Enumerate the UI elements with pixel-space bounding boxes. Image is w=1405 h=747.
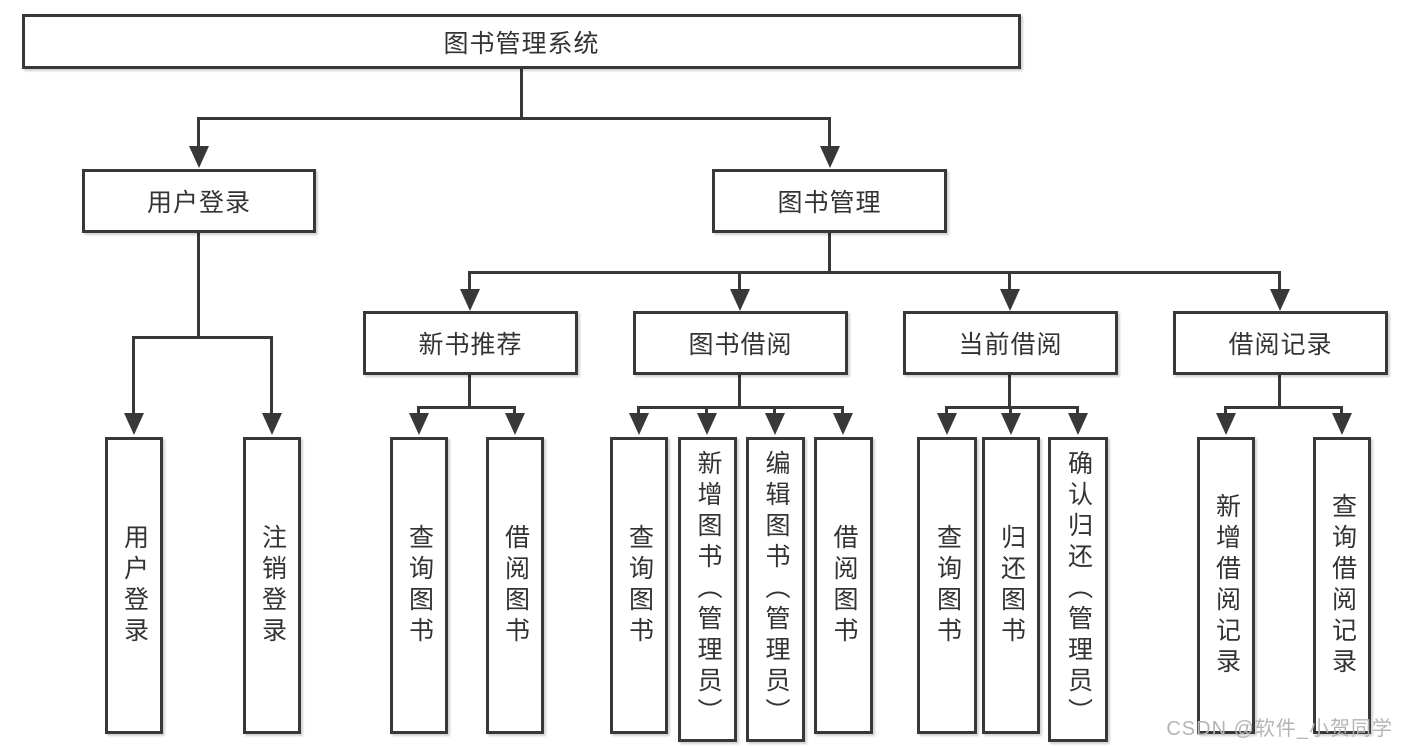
connector-borrow-c4: [841, 406, 844, 415]
arrow-to-user-login-icon: [189, 146, 209, 168]
arrow-to-book-mgmt-icon: [820, 146, 840, 168]
leaf-logout-label: 注销登录: [258, 523, 287, 648]
node-new-book-recommend-label: 新书推荐: [418, 331, 523, 359]
leaf-recommend-borrow-books-label: 借阅图书: [501, 523, 530, 648]
leaf-borrow-borrow-books: 借阅图书: [814, 437, 873, 734]
connector-records-down: [1278, 375, 1281, 409]
node-book-borrow-label: 图书借阅: [688, 331, 793, 359]
node-root-label: 图书管理系统: [443, 29, 600, 58]
connector-recommend-c1: [417, 406, 420, 415]
node-borrow-records-label: 借阅记录: [1228, 331, 1333, 359]
connector-recommend-c2: [513, 406, 516, 415]
node-new-book-recommend: 新书推荐: [363, 311, 578, 375]
node-book-borrow: 图书借阅: [633, 311, 848, 375]
leaf-borrow-borrow-books-label: 借阅图书: [830, 523, 858, 648]
arrow-borrow-c3-icon: [765, 413, 785, 435]
node-book-mgmt: 图书管理: [712, 169, 947, 233]
leaf-current-query-books: 查询图书: [917, 437, 977, 734]
leaf-records-add-record-label: 新增借阅记录: [1212, 492, 1241, 679]
connector-records-branch: [1224, 406, 1343, 409]
leaf-user-login-label: 用户登录: [120, 523, 149, 648]
connector-borrow-branch: [637, 406, 844, 409]
leaf-current-confirm-return-admin-label: 确认归还（管理员）: [1064, 450, 1093, 729]
leaf-borrow-edit-books-admin: 编辑图书（管理员）: [746, 437, 805, 742]
leaf-records-query-record-label: 查询借阅记录: [1328, 492, 1357, 679]
arrow-current-c2-icon: [1001, 413, 1021, 435]
leaf-current-return-books-label: 归还图书: [997, 523, 1026, 648]
connector-current-c3: [1076, 406, 1079, 415]
leaf-recommend-query-books-label: 查询图书: [405, 523, 434, 648]
leaf-current-return-books: 归还图书: [982, 437, 1040, 734]
connector-records-c1: [1224, 406, 1227, 415]
connector-root-right-stem: [828, 117, 831, 147]
arrow-records-c1-icon: [1216, 413, 1236, 435]
connector-borrow-stem: [738, 271, 741, 291]
arrow-to-records-icon: [1270, 289, 1290, 311]
connector-root-branch: [197, 117, 831, 120]
node-root: 图书管理系统: [22, 14, 1021, 69]
connector-current-c2: [1009, 406, 1012, 415]
connector-current-down: [1008, 375, 1011, 409]
connector-borrow-down: [738, 375, 741, 409]
leaf-recommend-borrow-books: 借阅图书: [486, 437, 544, 734]
node-user-login-label: 用户登录: [146, 189, 251, 217]
leaf-recommend-query-books: 查询图书: [390, 437, 448, 734]
csdn-watermark: CSDN @软件_小贺同学: [1166, 718, 1393, 740]
leaf-user-login: 用户登录: [105, 437, 163, 734]
arrow-to-leaf-user-login-icon: [124, 413, 144, 435]
node-current-borrow-label: 当前借阅: [958, 331, 1063, 359]
leaf-borrow-add-books-admin-label: 新增图书（管理员）: [694, 450, 722, 729]
arrow-records-c2-icon: [1332, 413, 1352, 435]
connector-records-c2: [1340, 406, 1343, 415]
connector-root-left-stem: [197, 117, 200, 147]
connector-mgmt-branch: [468, 271, 1281, 274]
connector-borrow-c2: [705, 406, 708, 415]
connector-current-c1: [945, 406, 948, 415]
leaf-borrow-add-books-admin: 新增图书（管理员）: [678, 437, 737, 742]
connector-user-branch: [132, 336, 273, 339]
connector-recommend-branch: [417, 406, 516, 409]
connector-user-stem: [197, 233, 200, 338]
connector-user-left-stem: [132, 336, 135, 414]
arrow-recommend-c2-icon: [505, 413, 525, 435]
arrow-to-recommend-icon: [460, 289, 480, 311]
connector-user-right-stem: [270, 336, 273, 414]
arrow-to-borrow-icon: [730, 289, 750, 311]
arrow-recommend-c1-icon: [409, 413, 429, 435]
arrow-to-leaf-logout-icon: [262, 413, 282, 435]
connector-recommend-stem: [468, 271, 471, 291]
node-user-login: 用户登录: [82, 169, 316, 233]
leaf-current-query-books-label: 查询图书: [933, 523, 962, 648]
connector-records-stem: [1278, 271, 1281, 291]
leaf-borrow-query-books: 查询图书: [610, 437, 668, 734]
node-borrow-records: 借阅记录: [1173, 311, 1388, 375]
arrow-current-c3-icon: [1068, 413, 1088, 435]
arrow-borrow-c1-icon: [629, 413, 649, 435]
leaf-records-add-record: 新增借阅记录: [1197, 437, 1255, 734]
connector-root-stem: [520, 69, 523, 119]
leaf-borrow-edit-books-admin-label: 编辑图书（管理员）: [762, 450, 790, 729]
connector-current-branch: [945, 406, 1079, 409]
leaf-borrow-query-books-label: 查询图书: [625, 523, 654, 648]
connector-mgmt-stem: [828, 233, 831, 274]
arrow-current-c1-icon: [937, 413, 957, 435]
connector-recommend-down: [468, 375, 471, 409]
leaf-records-query-record: 查询借阅记录: [1313, 437, 1371, 734]
leaf-logout: 注销登录: [243, 437, 301, 734]
connector-borrow-c1: [637, 406, 640, 415]
node-book-mgmt-label: 图书管理: [777, 189, 882, 217]
connector-current-stem: [1008, 271, 1011, 291]
arrow-to-current-icon: [1000, 289, 1020, 311]
connector-borrow-c3: [773, 406, 776, 415]
arrow-borrow-c2-icon: [697, 413, 717, 435]
leaf-current-confirm-return-admin: 确认归还（管理员）: [1048, 437, 1108, 742]
node-current-borrow: 当前借阅: [903, 311, 1118, 375]
arrow-borrow-c4-icon: [833, 413, 853, 435]
